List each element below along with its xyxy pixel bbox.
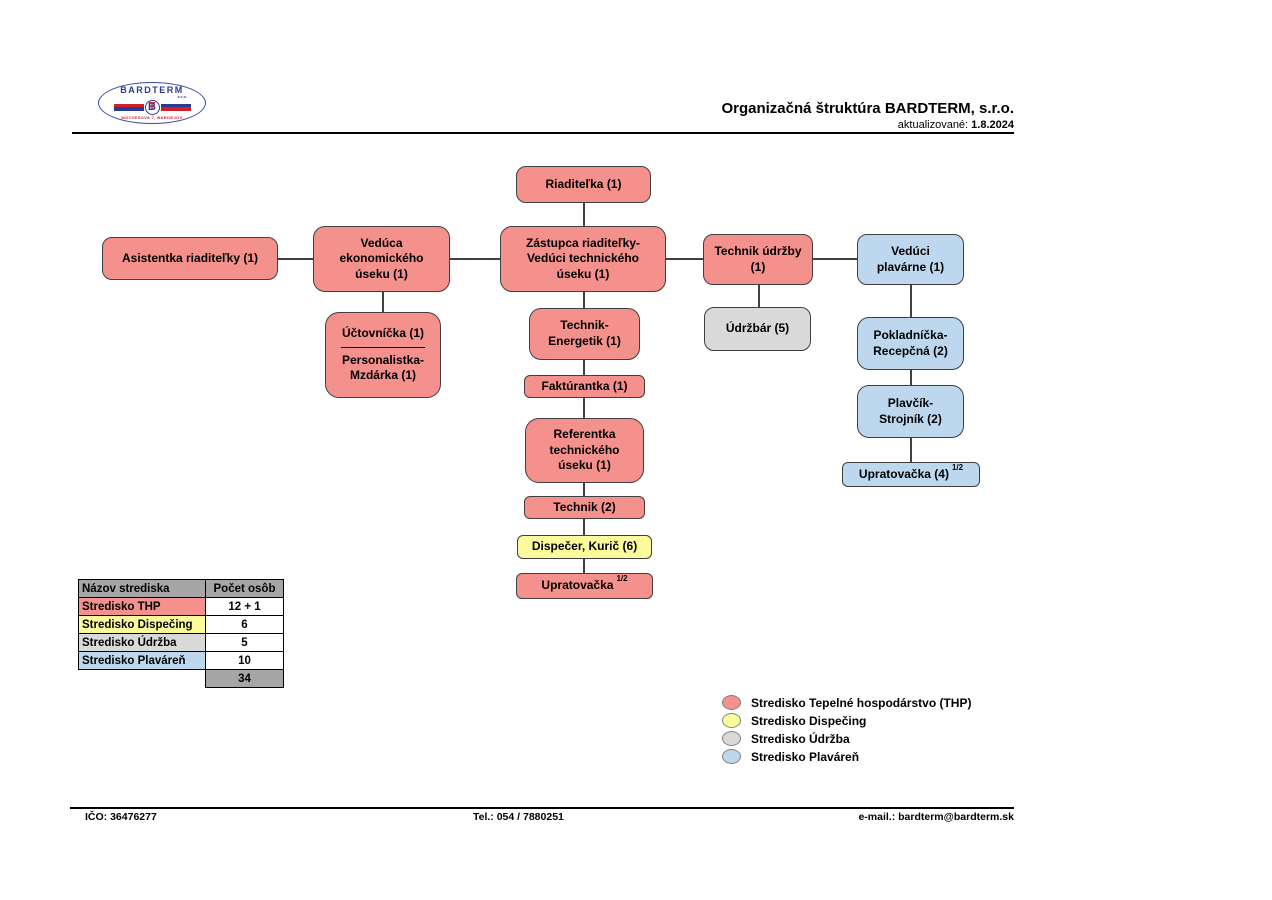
org-node-udrzbar: Údržbár (5) (704, 307, 811, 351)
updated-line: aktualizované: 1.8.2024 (897, 119, 1014, 131)
logo-band: B T (113, 99, 191, 115)
table-header-row: Názov strediska Počet osôb (78, 579, 284, 598)
table-header-count: Počet osôb (205, 579, 284, 598)
legend-swatch-dispecing (722, 713, 741, 728)
connector (278, 258, 313, 260)
connector (583, 483, 585, 496)
org-node-technik: Technik (2) (524, 496, 645, 519)
org-node-veduca-ekonomickeho: Vedúca ekonomického úseku (1) (313, 226, 450, 292)
legend-item-thp: Stredisko Tepelné hospodárstvo (THP) (722, 695, 971, 710)
updated-date: 1.8.2024 (971, 119, 1014, 131)
org-node-uctovnicka-personalistka: Účtovníčka (1) Personalistka- Mzdárka (1… (325, 312, 441, 398)
org-node-technik-energetik: Technik- Energetik (1) (529, 308, 640, 360)
footer-tel: Tel.: 054 / 7880251 (473, 811, 564, 823)
logo-suffix: s.r.o. (177, 93, 187, 99)
connector (583, 292, 585, 308)
table-header-name: Názov strediska (78, 579, 206, 598)
connector (583, 519, 585, 535)
connector (910, 438, 912, 462)
footer-ico: IČO: 36476277 (85, 811, 157, 823)
legend: Stredisko Tepelné hospodárstvo (THP) Str… (722, 695, 971, 764)
org-node-riaditelka: Riaditeľka (1) (516, 166, 651, 203)
header-title-block: Organizačná štruktúra BARDTERM, s.r.o. a… (721, 100, 1014, 131)
legend-swatch-thp (722, 695, 741, 710)
org-node-plavcik-strojnik: Plavčík- Strojník (2) (857, 385, 964, 438)
connector (666, 258, 703, 260)
org-node-pokladnicka: Pokladníčka- Recepčná (2) (857, 317, 964, 370)
org-node-fakturantka: Faktúrantka (1) (524, 375, 645, 398)
node-divider (340, 346, 426, 348)
header-rule (72, 132, 1014, 134)
table-row: Stredisko Údržba 5 (78, 633, 284, 652)
personalistka-label: Personalistka- Mzdárka (1) (341, 352, 425, 383)
org-node-technik-udrzby: Technik údržby (1) (703, 234, 813, 285)
org-node-veduci-plavarne: Vedúci plavárne (1) (857, 234, 964, 285)
footer-email: e-mail.: bardterm@bardterm.sk (858, 811, 1014, 823)
connector (910, 285, 912, 317)
connector (813, 258, 857, 260)
legend-item-dispecing: Stredisko Dispečing (722, 713, 971, 728)
footer-rule (70, 807, 1014, 809)
connector (910, 370, 912, 385)
org-node-upratovacka-plavaren: Upratovačka (4)1/2 (842, 462, 980, 487)
uctovnicka-label: Účtovníčka (1) (341, 326, 425, 341)
legend-swatch-plavaren (722, 749, 741, 764)
half-superscript: 1/2 (616, 574, 628, 584)
logo-monogram-icon: B T (144, 99, 160, 115)
table-row: Stredisko Dispečing 6 (78, 615, 284, 634)
table-row: Stredisko THP 12 + 1 (78, 597, 284, 616)
connector (583, 559, 585, 573)
logo-address: MOYZESOVA 7, BARDEJOV (121, 115, 183, 121)
org-node-referentka: Referentka technického úseku (1) (525, 418, 644, 483)
table-total-row: 34 (78, 669, 284, 688)
legend-item-plavaren: Stredisko Plaváreň (722, 749, 971, 764)
org-node-dispecer-kuric: Dispečer, Kurič (6) (517, 535, 652, 559)
org-node-zastupca: Zástupca riaditeľky- Vedúci technického … (500, 226, 666, 292)
table-total: 34 (205, 669, 284, 688)
half-superscript: 1/2 (951, 462, 964, 472)
page-title: Organizačná štruktúra BARDTERM, s.r.o. (721, 100, 1014, 117)
logo-stripes-left (113, 103, 144, 111)
logo-stripes-right (160, 103, 191, 111)
company-logo: BARDTERM s.r.o. B T MOYZESOVA 7, BARDEJO… (98, 82, 206, 124)
connector (382, 292, 384, 312)
connector (583, 360, 585, 375)
table-row: Stredisko Plaváreň 10 (78, 651, 284, 670)
connector (583, 203, 585, 226)
connector (450, 258, 500, 260)
org-node-asistentka: Asistentka riaditeľky (1) (102, 237, 278, 280)
legend-swatch-udrzba (722, 731, 741, 746)
connector (758, 285, 760, 307)
connector (583, 398, 585, 418)
summary-table: Názov strediska Počet osôb Stredisko THP… (78, 579, 284, 688)
logo-company-name: BARDTERM (120, 84, 184, 95)
legend-item-udrzba: Stredisko Údržba (722, 731, 971, 746)
